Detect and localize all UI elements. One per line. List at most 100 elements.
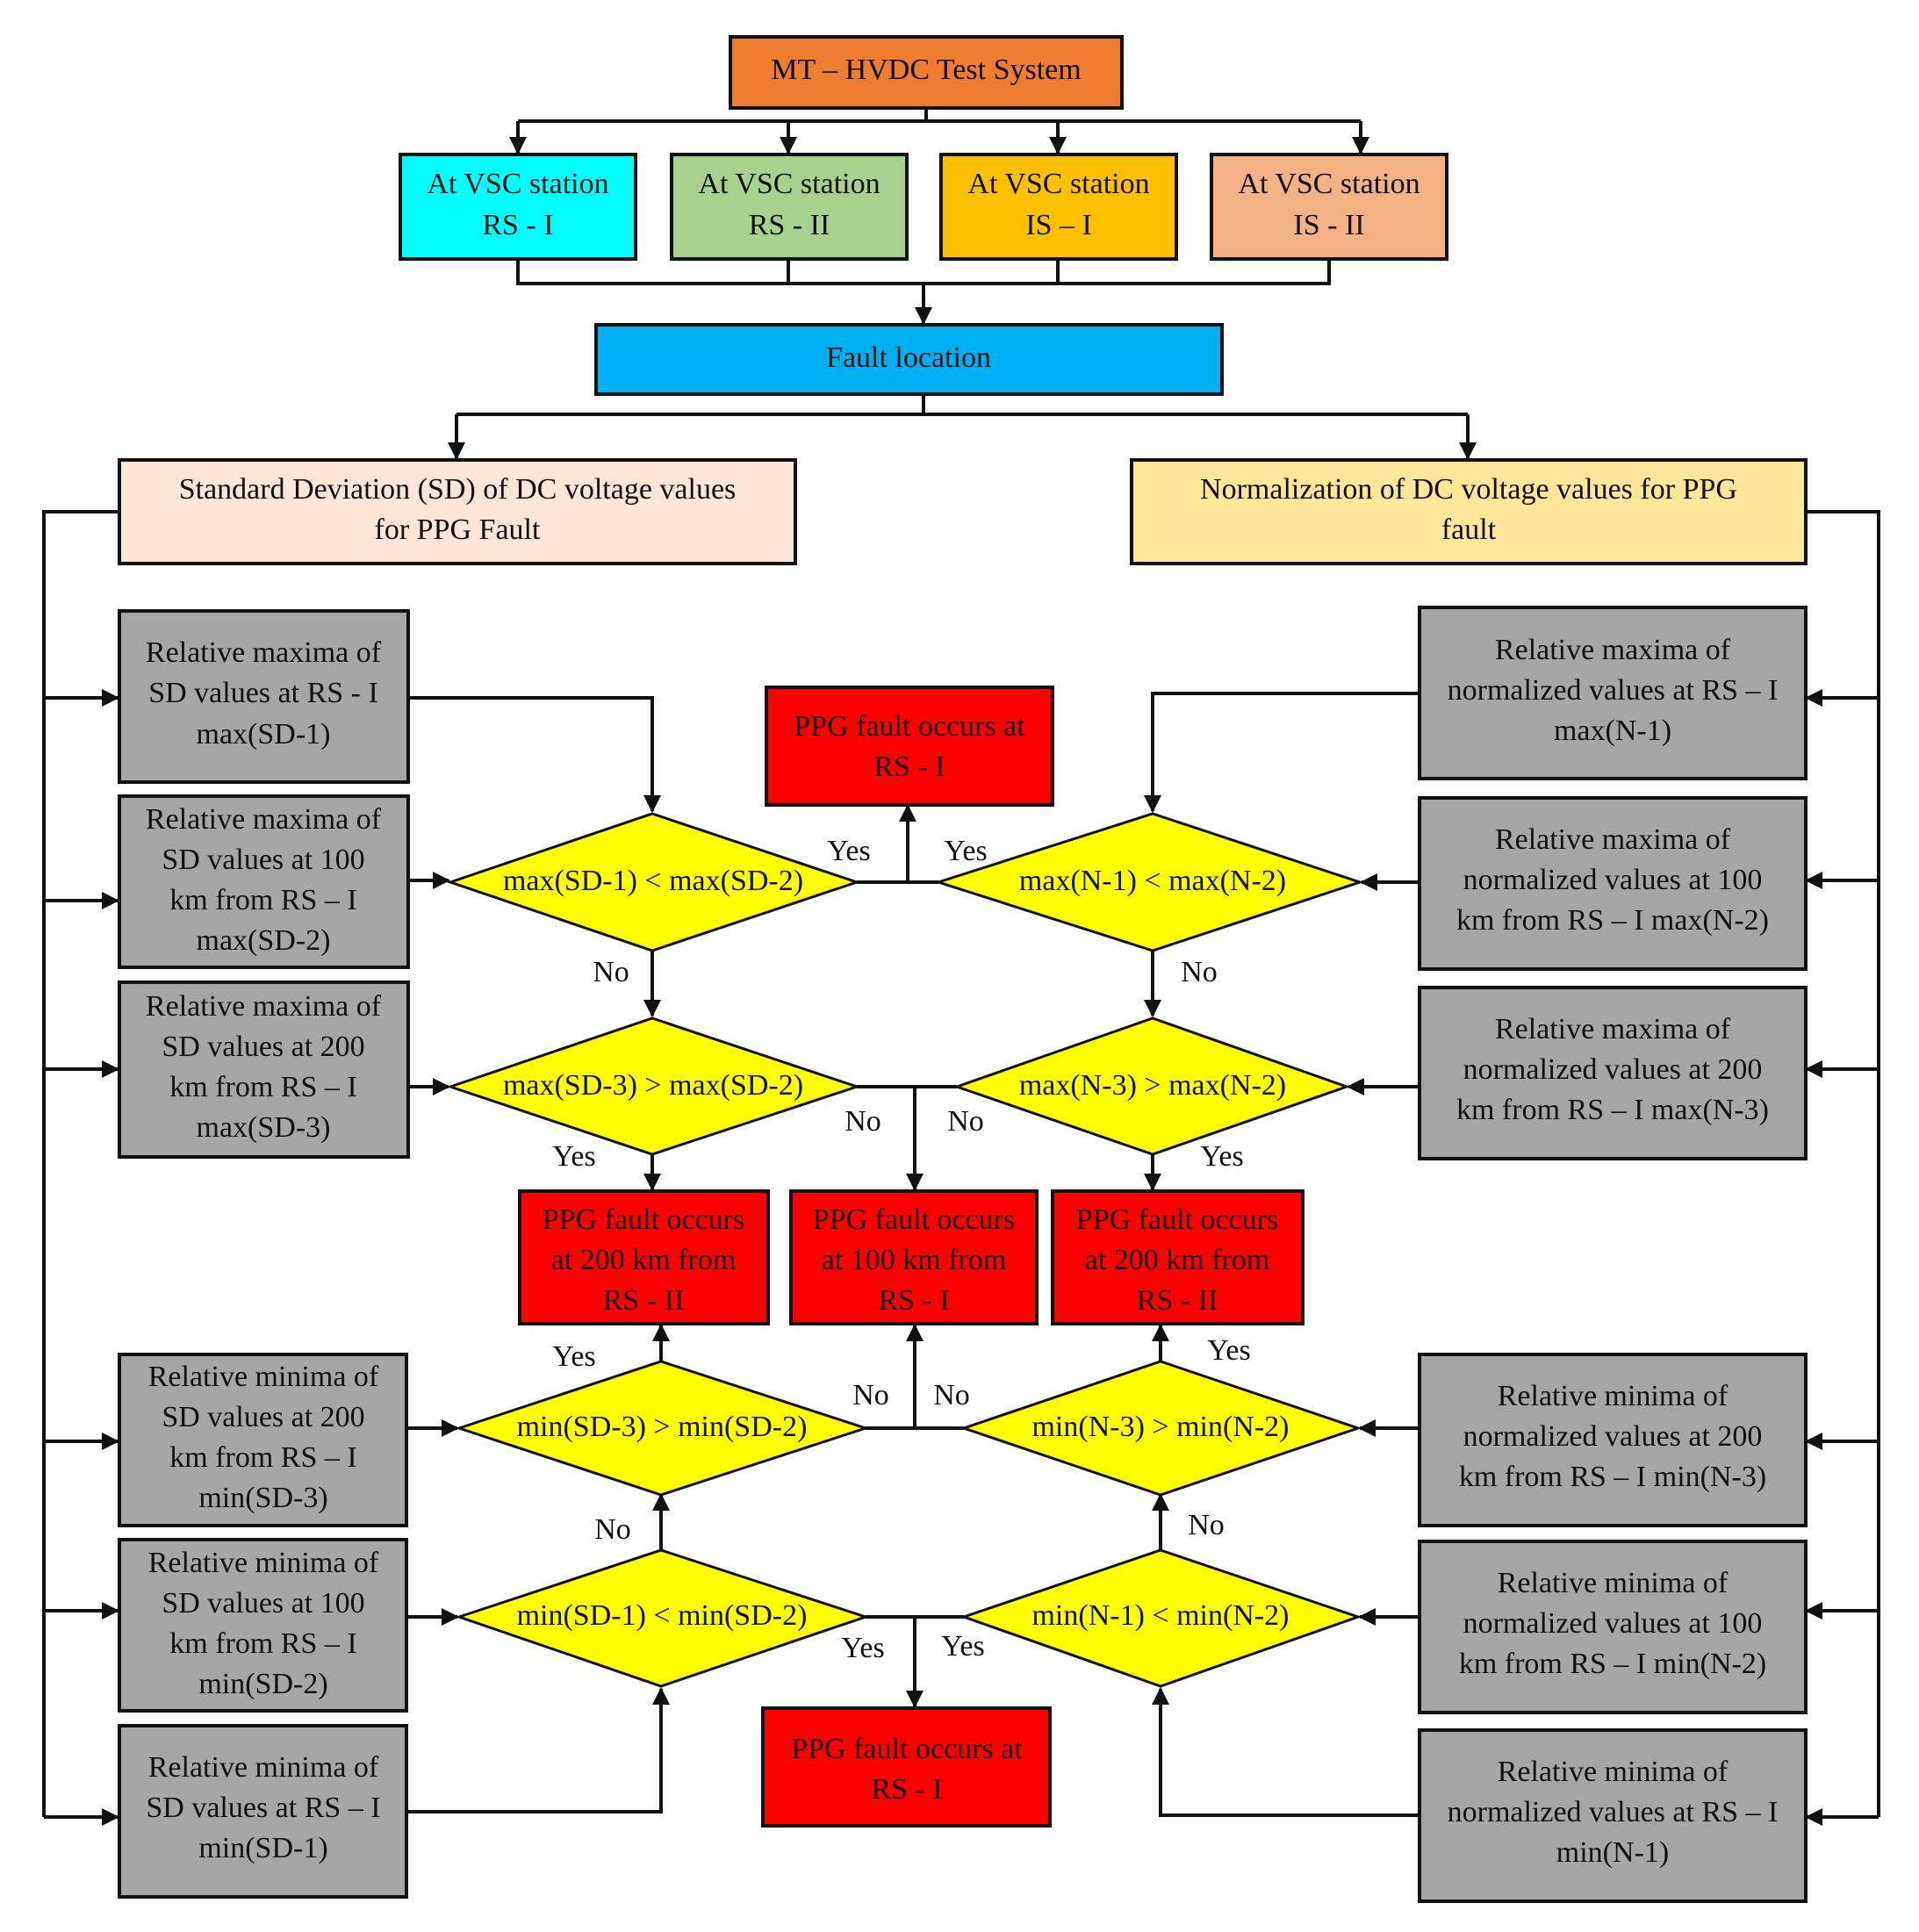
right-box-min-n3-l2: normalized values at 200 (1463, 1420, 1763, 1453)
station-is2: At VSC station IS - II (1210, 153, 1448, 261)
station-rs2-line2: RS - II (749, 209, 830, 241)
decision-left-3-text: min(SD-3) > min(SD-2) (517, 1411, 808, 1443)
no-label-2l: No (845, 1105, 881, 1138)
left-box-min-sd1-l3: min(SD-1) (198, 1832, 327, 1864)
left-box-min-sd3-l1: Relative minima of (148, 1361, 379, 1393)
decision-right-4: min(N-1) < min(N-2) (960, 1548, 1362, 1688)
left-box-max-sd2-l2: SD values at 100 (162, 844, 364, 876)
decision-right-3-text: min(N-3) > min(N-2) (1031, 1411, 1289, 1443)
left-box-max-sd3-l4: max(SD-3) (197, 1111, 331, 1144)
left-box-min-sd1-l2: SD values at RS – I (146, 1792, 380, 1824)
decision-left-3: min(SD-3) > min(SD-2) (455, 1360, 870, 1497)
result-mid-100-l1: PPG fault occurs (813, 1203, 1015, 1236)
station-is2-line2: IS - II (1293, 209, 1364, 241)
yes-label-1r: Yes (944, 835, 987, 867)
decision-left-4: min(SD-1) < min(SD-2) (455, 1548, 870, 1688)
decision-right-4-text: min(N-1) < min(N-2) (1031, 1599, 1289, 1632)
left-box-min-sd3: Relative minima of SD values at 200 km f… (118, 1353, 408, 1527)
result-left-200-l2: at 200 km from (551, 1244, 737, 1276)
station-rs2: At VSC station RS - II (670, 153, 909, 261)
result-right-200-l1: PPG fault occurs (1076, 1203, 1278, 1236)
left-box-max-sd2-l3: km from RS – I (169, 884, 356, 916)
yes-label-2r: Yes (1200, 1140, 1243, 1173)
left-box-min-sd3-l2: SD values at 200 (162, 1401, 364, 1433)
result-right-200: PPG fault occurs at 200 km from RS - II (1051, 1189, 1304, 1325)
result-mid-100: PPG fault occurs at 100 km from RS - I (789, 1189, 1039, 1325)
yes-label-3r: Yes (1207, 1334, 1250, 1367)
station-rs1-line1: At VSC station (427, 168, 608, 200)
right-box-min-n1-l2: normalized values at RS – I (1448, 1796, 1779, 1828)
result-bottom-l2: RS - I (871, 1773, 942, 1806)
fault-location-text: Fault location (826, 341, 991, 374)
right-box-min-n1-l1: Relative minima of (1498, 1756, 1729, 1788)
yes-label-4l: Yes (841, 1632, 884, 1664)
right-box-max-n3-l2: normalized values at 200 (1463, 1053, 1763, 1086)
left-box-max-sd2-l4: max(SD-2) (197, 924, 331, 957)
decision-right-1: max(N-1) < max(N-2) (934, 812, 1364, 952)
no-label-3l: No (852, 1379, 889, 1411)
right-box-min-n1: Relative minima of normalized values at … (1418, 1728, 1808, 1903)
no-label-4l: No (594, 1513, 631, 1546)
left-box-max-sd1-l1: Relative maxima of (146, 636, 382, 669)
left-box-min-sd3-l4: min(SD-3) (198, 1482, 327, 1514)
station-is1-line1: At VSC station (967, 168, 1149, 200)
left-box-max-sd3-l2: SD values at 200 (162, 1031, 364, 1063)
result-right-200-l2: at 200 km from (1085, 1244, 1270, 1276)
norm-header: Normalization of DC voltage values for P… (1130, 458, 1808, 565)
right-box-max-n1: Relative maxima of normalized values at … (1418, 606, 1808, 780)
left-box-min-sd2-l1: Relative minima of (148, 1547, 379, 1579)
yes-label-2l: Yes (552, 1140, 595, 1173)
decision-left-4-text: min(SD-1) < min(SD-2) (517, 1599, 808, 1632)
yes-label-3l: Yes (552, 1340, 595, 1373)
decision-left-1-text: max(SD-1) < max(SD-2) (503, 865, 803, 897)
result-left-200-l1: PPG fault occurs (543, 1203, 744, 1236)
no-label-1l: No (593, 956, 629, 988)
right-box-min-n3: Relative minima of normalized values at … (1418, 1353, 1808, 1527)
edge-labels: Yes Yes No No No No Yes Yes Yes Yes No N… (552, 835, 1250, 1664)
station-rs1: At VSC station RS - I (399, 153, 637, 261)
result-bottom: PPG fault occurs at RS - I (761, 1706, 1052, 1828)
sd-header-line1: Standard Deviation (SD) of DC voltage va… (179, 473, 737, 506)
left-box-max-sd2: Relative maxima of SD values at 100 km f… (118, 794, 410, 969)
connectors (42, 108, 1880, 1826)
left-box-max-sd1-l2: SD values at RS - I (148, 677, 378, 709)
decision-right-3: min(N-3) > min(N-2) (960, 1360, 1362, 1497)
result-mid-100-l3: RS - I (878, 1284, 949, 1317)
left-box-min-sd2: Relative minima of SD values at 100 km f… (118, 1538, 408, 1713)
yes-label-4r: Yes (941, 1630, 984, 1663)
right-box-min-n3-l1: Relative minima of (1498, 1380, 1729, 1412)
right-box-max-n2-l3: km from RS – I max(N-2) (1456, 904, 1769, 937)
left-box-min-sd2-l4: min(SD-2) (198, 1668, 327, 1700)
result-top: PPG fault occurs at RS - I (765, 686, 1054, 807)
result-left-200-l3: RS - II (603, 1284, 685, 1317)
left-box-max-sd1: Relative maxima of SD values at RS - I m… (118, 609, 410, 784)
right-box-max-n3-l3: km from RS – I max(N-3) (1456, 1094, 1769, 1126)
result-right-200-l3: RS - II (1137, 1284, 1218, 1317)
left-box-min-sd2-l3: km from RS – I (169, 1627, 356, 1660)
no-label-3r: No (933, 1379, 970, 1411)
no-label-4r: No (1188, 1509, 1225, 1541)
right-box-max-n1-l1: Relative maxima of (1495, 634, 1731, 666)
result-left-200: PPG fault occurs at 200 km from RS - II (518, 1189, 770, 1325)
right-box-min-n1-l3: min(N-1) (1556, 1836, 1669, 1869)
right-box-max-n2-l2: normalized values at 100 (1463, 864, 1763, 896)
result-bottom-l1: PPG fault occurs at (791, 1733, 1023, 1765)
sd-header-line2: for PPG Fault (375, 514, 541, 546)
right-box-min-n2: Relative minima of normalized values at … (1418, 1540, 1808, 1714)
result-top-l2: RS - I (873, 751, 945, 783)
left-box-min-sd1: Relative minima of SD values at RS – I m… (118, 1724, 408, 1899)
decision-left-2: max(SD-3) > max(SD-2) (446, 1016, 861, 1156)
right-box-max-n1-l2: normalized values at RS – I (1448, 674, 1779, 707)
station-is1-line2: IS – I (1025, 209, 1092, 241)
decision-right-2: max(N-3) > max(N-2) (952, 1016, 1351, 1156)
no-label-1r: No (1181, 956, 1218, 988)
station-is1: At VSC station IS – I (939, 153, 1178, 261)
decision-left-2-text: max(SD-3) > max(SD-2) (503, 1069, 803, 1102)
right-box-min-n2-l3: km from RS – I min(N-2) (1459, 1648, 1766, 1680)
fault-location-node: Fault location (594, 323, 1224, 396)
title-node: MT – HVDC Test System (729, 35, 1124, 110)
result-top-l1: PPG fault occurs at (794, 710, 1025, 743)
decision-right-1-text: max(N-1) < max(N-2) (1019, 865, 1286, 897)
left-box-min-sd3-l3: km from RS – I (169, 1441, 356, 1474)
